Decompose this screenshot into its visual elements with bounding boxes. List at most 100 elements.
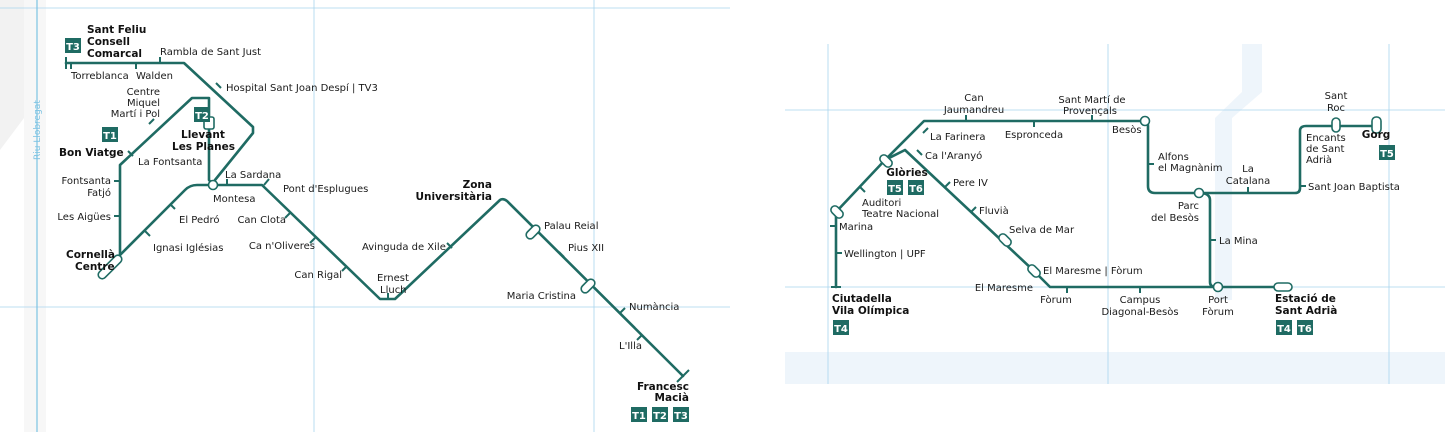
station-can-clota: Can Clota [237, 215, 286, 226]
station-numancia: Numància [629, 301, 679, 313]
badge-t1-bon-viatge: T1 [102, 127, 118, 142]
station-cornella-l1: Cornellà [66, 249, 115, 261]
station-zona-l2: Universitària [415, 191, 492, 203]
svg-text:T5: T5 [1380, 149, 1394, 160]
badge-t6-sant-adria: T6 [1297, 320, 1313, 335]
west-labels: Sant Feliu Consell Comarcal Rambla de Sa… [57, 24, 689, 404]
station-selva-de-mar: Selva de Mar [1009, 225, 1075, 236]
badge-t4-ciutadella: T4 [833, 320, 849, 335]
station-lilla: L'Illa [619, 341, 642, 352]
east-lines [834, 119, 1380, 289]
svg-text:T3: T3 [66, 42, 80, 53]
station-avinguda-xile: Avinguda de Xile [362, 242, 446, 253]
station-besos: Besòs [1112, 124, 1142, 136]
station-fontsanta-l1: Fontsanta [62, 176, 112, 187]
badge-t5-glories: T5 [887, 180, 903, 195]
east-labels: Can Jaumandreu Sant Martí de Provençals … [832, 91, 1400, 318]
svg-text:T1: T1 [103, 131, 117, 142]
station-la-mina: La Mina [1219, 236, 1258, 247]
station-pere-iv: Pere IV [953, 178, 988, 189]
svg-text:T6: T6 [909, 184, 923, 195]
station-can-jaumandreu-l2: Jaumandreu [943, 105, 1004, 116]
station-sant-marti-l1: Sant Martí de [1058, 94, 1125, 106]
station-torreblanca: Torreblanca [70, 71, 129, 82]
svg-text:T5: T5 [888, 184, 902, 195]
station-ciutadella-l1: Ciutadella [832, 293, 892, 305]
station-francesc-l1: Francesc [637, 381, 689, 393]
station-encants-l2: de Sant [1306, 144, 1344, 155]
station-can-rigal: Can Rigal [294, 270, 342, 281]
station-sant-roc-l1: Sant [1325, 91, 1348, 102]
river-label: Riu Llobregat [33, 100, 43, 160]
svg-text:T4: T4 [1277, 324, 1291, 335]
line-cornella-trunk [118, 183, 685, 378]
west-badges: T3 T1 T2 T1 T2 T3 [65, 38, 689, 422]
station-ernest-l2: Lluch [380, 285, 407, 296]
station-wellington: Wellington | UPF [844, 249, 926, 260]
east-badges: T5 T6 T5 T4 T4 T6 [833, 145, 1395, 335]
station-auditori-l2: Teatre Nacional [861, 209, 939, 220]
station-campus-l1: Campus [1120, 295, 1161, 306]
station-les-aigues: Les Aigües [57, 212, 111, 223]
station-cornella-l2: Centre [75, 261, 115, 273]
station-glories: Glòries [886, 167, 928, 179]
station-gorg: Gorg [1362, 129, 1391, 141]
station-zona-l1: Zona [463, 179, 492, 191]
station-llevant-l2: Les Planes [172, 141, 235, 153]
sea-area [785, 352, 1445, 384]
station-marina: Marina [839, 222, 873, 233]
station-pius-xii: Pius XII [568, 243, 604, 254]
svg-text:T6: T6 [1298, 324, 1312, 335]
station-forum: Fòrum [1040, 294, 1072, 306]
station-la-sardana: La Sardana [225, 170, 281, 181]
station-centre-l2: Miquel [127, 98, 160, 109]
line-t5-gorg [1197, 124, 1380, 195]
station-el-maresme-forum: El Maresme | Fòrum [1043, 265, 1143, 277]
station-centre-l1: Centre [127, 87, 160, 98]
svg-text:T2: T2 [195, 111, 209, 122]
station-can-jaumandreu-l1: Can [964, 93, 983, 104]
badge-t3-sant-feliu: T3 [65, 38, 81, 53]
station-walden: Walden [136, 71, 173, 82]
sant-feliu-l2: Consell [87, 36, 130, 48]
station-sant-joan-baptista: Sant Joan Baptista [1308, 182, 1400, 193]
station-llevant-l1: Llevant [181, 129, 225, 141]
station-auditori-l1: Auditori [862, 198, 901, 209]
station-rambla-sant-just: Rambla de Sant Just [160, 47, 261, 58]
svg-text:T3: T3 [674, 411, 688, 422]
station-ca-noliveres: Ca n'Oliveres [249, 241, 315, 252]
station-bon-viatge: Bon Viatge [59, 147, 124, 159]
station-port-forum-l2: Fòrum [1202, 306, 1234, 318]
station-la-catalana-l2: Catalana [1226, 176, 1271, 187]
station-campus-l2: Diagonal-Besòs [1101, 306, 1178, 318]
station-encants-l3: Adrià [1306, 154, 1332, 166]
station-el-pedro: El Pedró [179, 214, 219, 226]
station-sant-roc-l2: Roc [1327, 103, 1345, 114]
station-la-catalana-l1: La [1242, 164, 1254, 175]
station-pont-esplugues: Pont d'Esplugues [283, 184, 368, 195]
badge-t5-gorg: T5 [1379, 145, 1395, 160]
station-montesa: Montesa [213, 194, 256, 205]
west-ticks [65, 57, 690, 383]
badge-t6-glories: T6 [908, 180, 924, 195]
station-ernest-l1: Ernest [377, 273, 409, 284]
station-palau-reial: Palau Reial [544, 221, 598, 232]
station-ignasi-iglesias: Ignasi Iglésias [153, 242, 223, 254]
east-interchanges [830, 115, 1382, 293]
svg-text:T2: T2 [653, 411, 667, 422]
badge-t2-llevant: T2 [194, 107, 210, 122]
land-left [0, 0, 24, 150]
station-el-maresme: El Maresme [975, 283, 1033, 294]
badge-t1-francesc: T1 [631, 407, 647, 422]
station-la-fontsanta: La Fontsanta [138, 157, 202, 168]
station-francesc-l2: Macià [655, 392, 689, 404]
river-strip [24, 0, 46, 432]
badge-t3-francesc: T3 [673, 407, 689, 422]
station-fluvia: Fluvià [979, 205, 1009, 217]
station-la-farinera: La Farinera [930, 132, 985, 143]
station-espronceda: Espronceda [1005, 130, 1063, 141]
badge-t4-sant-adria: T4 [1276, 320, 1292, 335]
station-alfons-l1: Alfons [1158, 152, 1189, 163]
svg-text:T4: T4 [834, 324, 848, 335]
